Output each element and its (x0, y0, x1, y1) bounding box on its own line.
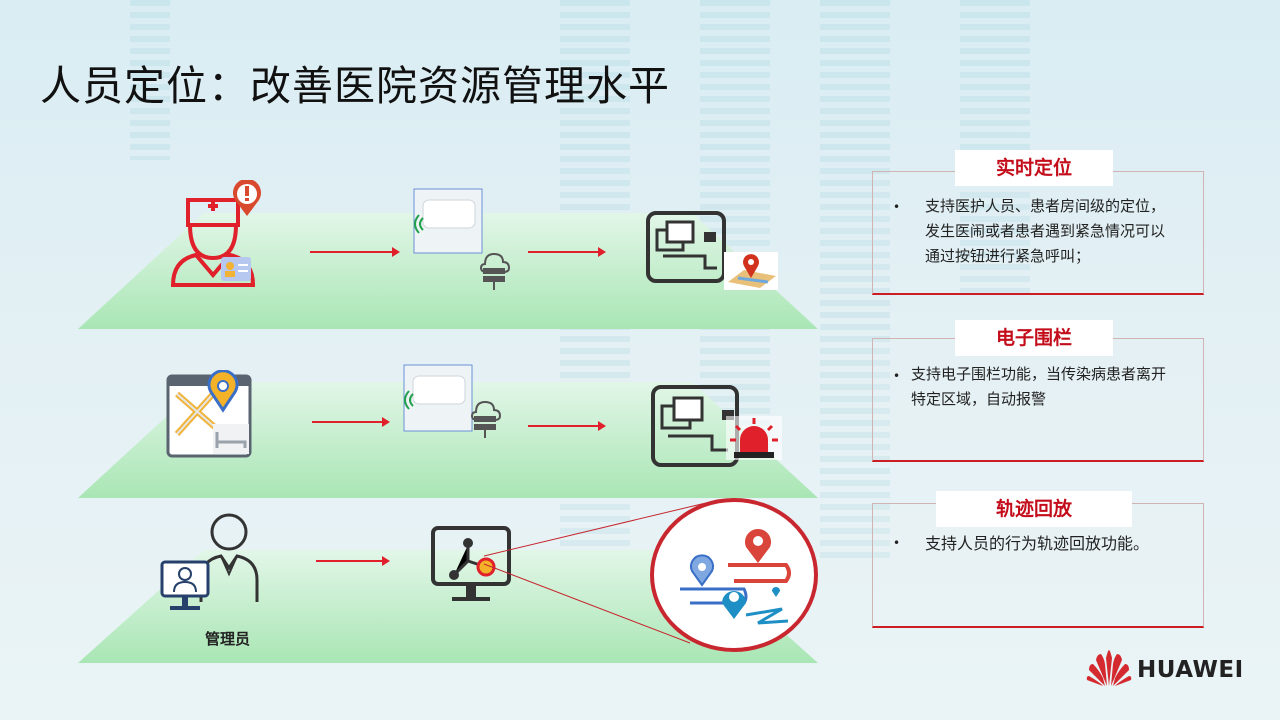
server-cloud-icon (470, 400, 502, 438)
flow-arrow (310, 247, 400, 257)
siren-icon (726, 416, 782, 460)
background-pattern (130, 0, 170, 160)
graph-monitor-icon (431, 526, 511, 601)
trajectory-icon (650, 498, 818, 652)
background-pattern (820, 0, 890, 560)
map-pin-icon (724, 252, 778, 290)
panel-heading-trajectory: 轨迹回放 (936, 491, 1132, 527)
panel-text: 支持医护人员、患者房间级的定位，发生医闹或者患者遇到紧急情况可以通过按钮进行紧急… (925, 197, 1166, 265)
network-monitor-icon (646, 211, 726, 283)
bullet: • (893, 369, 901, 383)
huawei-logo-icon (1086, 650, 1132, 686)
patient-map-icon (166, 370, 252, 458)
panel-text: 支持电子围栏功能，当传染病患者离开特定区域，自动报警 (911, 365, 1167, 408)
admin-label: 管理员 (205, 630, 251, 648)
flow-arrow (528, 421, 606, 431)
panel-realtime: • 支持医护人员、患者房间级的定位，发生医闹或者患者遇到紧急情况可以通过按钮进行… (872, 171, 1204, 295)
alert-icon (233, 180, 261, 216)
brand-name: HUAWEI (1137, 657, 1244, 683)
panel-heading-fence: 电子围栏 (955, 320, 1113, 356)
slide-title: 人员定位：改善医院资源管理水平 (40, 62, 670, 110)
panel-heading-realtime: 实时定位 (955, 150, 1113, 186)
flow-arrow (528, 247, 606, 257)
flow-arrow (312, 417, 390, 427)
zoom-lines (483, 501, 711, 644)
bullet: • (893, 200, 901, 214)
id-card-icon (221, 257, 251, 281)
access-point-icon (413, 188, 483, 254)
bullet: • (893, 536, 901, 550)
panel-text: 支持人员的行为轨迹回放功能。 (925, 534, 1150, 553)
server-cloud-icon (479, 252, 511, 290)
panel-fence: • 支持电子围栏功能，当传染病患者离开特定区域，自动报警 (872, 338, 1204, 462)
flow-arrow (316, 556, 390, 566)
computer-user-icon (160, 560, 210, 610)
access-point-icon (403, 364, 473, 432)
